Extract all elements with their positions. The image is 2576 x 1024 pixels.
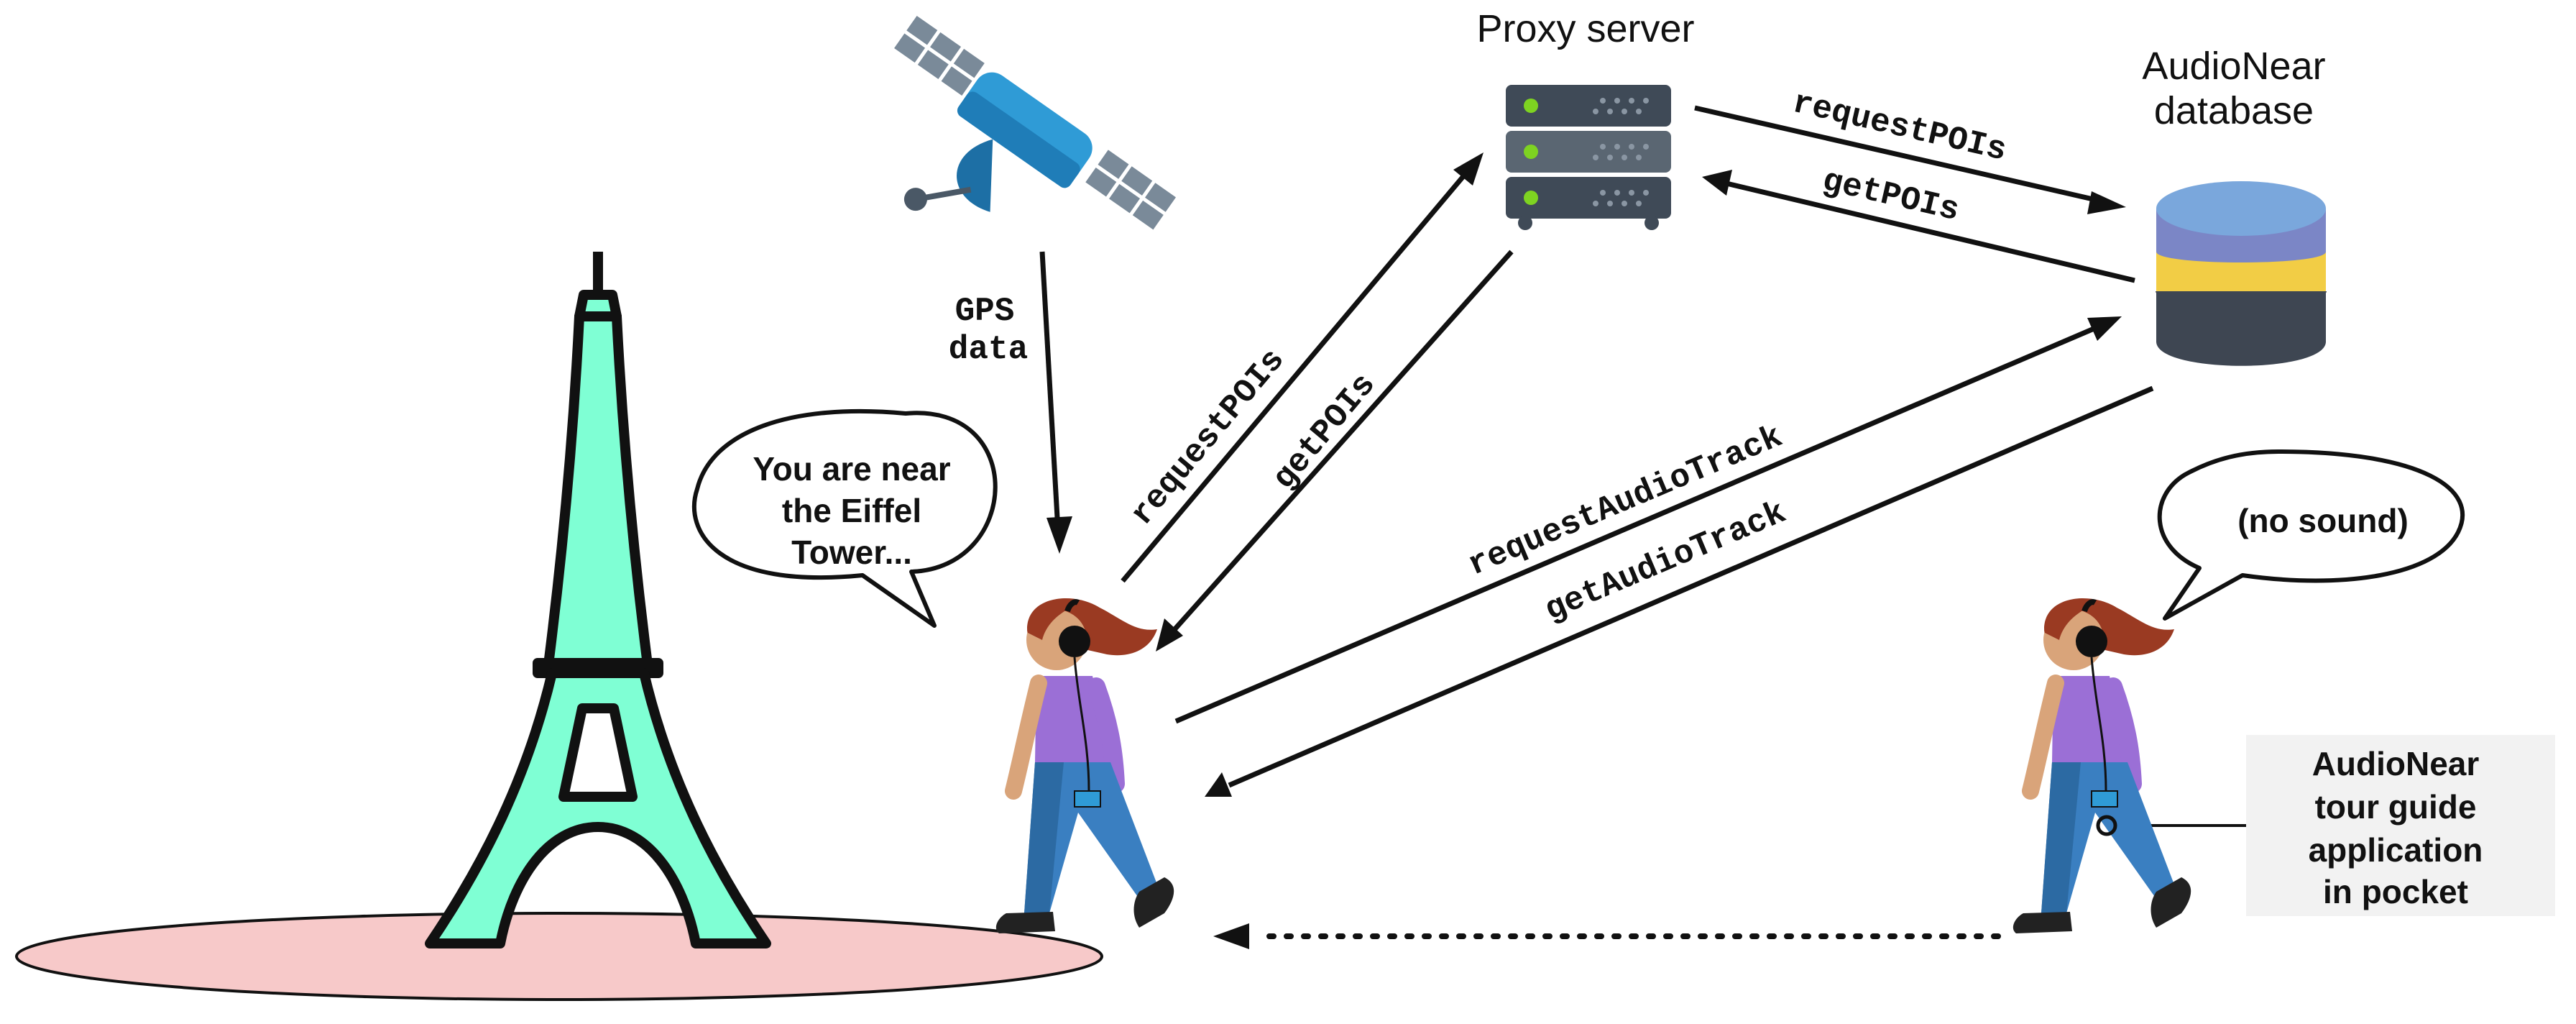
get-pois-arrow-left: [1169, 250, 1514, 635]
phone-icon: [2091, 790, 2118, 808]
bubble-left-line2: the Eiffel: [782, 492, 921, 529]
ground-ellipse: [15, 912, 1103, 1001]
walking-person-icon: [995, 598, 1174, 933]
bubble-right-text: (no sound): [2237, 502, 2409, 539]
get-pois-arrow-top: [1726, 180, 2135, 283]
note-line4: in pocket: [2323, 873, 2468, 910]
request-pois-arrow-left: [1121, 169, 1470, 583]
speech-bubble-right: (no sound): [2157, 449, 2465, 621]
gps-label-line2: data: [949, 331, 1028, 368]
bubble-left-line1: You are near: [753, 450, 950, 488]
gps-label-line1: GPS: [955, 293, 1015, 330]
gps-arrow: [1039, 251, 1061, 531]
note-line1: AudioNear: [2312, 745, 2480, 782]
server-icon: [1506, 85, 1671, 230]
bubble-left-line3: Tower...: [791, 534, 912, 571]
database-icon: [2156, 181, 2327, 366]
eiffel-tower-icon: [425, 252, 771, 948]
request-pois-label-left: requestPOIs: [1123, 342, 1292, 533]
proxy-server-label: Proxy server: [1476, 7, 1694, 50]
satellite-icon: [894, 15, 1177, 230]
request-pois-arrow-top: [1694, 105, 2103, 204]
database-label-line1: AudioNear: [2142, 45, 2325, 88]
database-label-line2: database: [2154, 89, 2314, 132]
get-pois-label-top: getPOIs: [1819, 162, 1963, 229]
phone-icon: [1074, 790, 1101, 808]
get-pois-label-left: getPOIs: [1266, 367, 1384, 497]
get-audio-arrow: [1228, 385, 2154, 788]
note-line3: application: [2309, 831, 2483, 869]
walking-person-icon: [2012, 598, 2191, 933]
arrowheads: [1046, 152, 2126, 949]
app-note: AudioNear tour guide application in pock…: [2246, 735, 2555, 916]
request-audio-arrow: [1174, 324, 2099, 724]
speech-bubble-left: You are near the Eiffel Tower...: [692, 408, 998, 628]
note-line2: tour guide: [2315, 788, 2477, 826]
